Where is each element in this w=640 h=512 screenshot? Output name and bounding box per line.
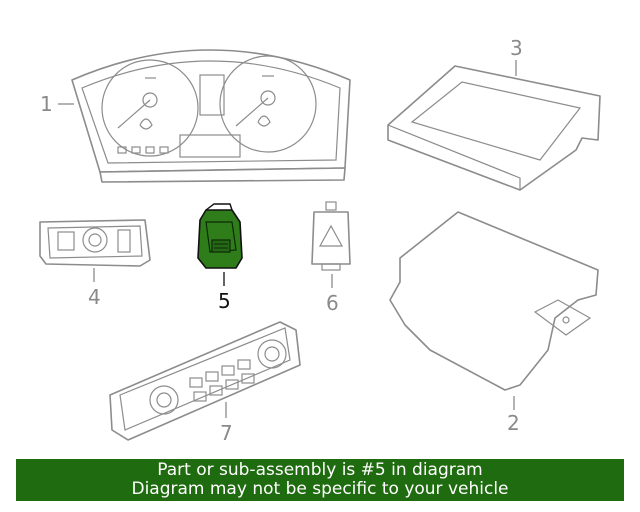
banner-line-1: Part or sub-assembly is #5 in diagram	[157, 460, 483, 480]
part-4-light-switch[interactable]	[39, 219, 151, 267]
part-5-highlighted[interactable]	[197, 203, 243, 269]
banner-line-2: Diagram may not be specific to your vehi…	[131, 479, 509, 499]
parts-diagram: 1 3 4 5 6 2	[39, 36, 601, 445]
callout-6: 6	[326, 291, 339, 315]
callout-5: 5	[218, 289, 231, 313]
callout-2: 2	[507, 411, 520, 435]
info-banner: Part or sub-assembly is #5 in diagram Di…	[16, 459, 624, 501]
part-7-climate-panel[interactable]	[109, 321, 301, 441]
part-3-display[interactable]	[387, 65, 601, 191]
part-6-hazard-switch[interactable]	[311, 201, 351, 271]
callout-4: 4	[88, 285, 101, 309]
part-1-instrument-cluster[interactable]	[71, 49, 351, 183]
callout-3: 3	[510, 36, 523, 60]
callout-7: 7	[220, 421, 233, 445]
part-2-module-bracket[interactable]	[389, 211, 599, 391]
callout-1: 1	[40, 92, 53, 116]
